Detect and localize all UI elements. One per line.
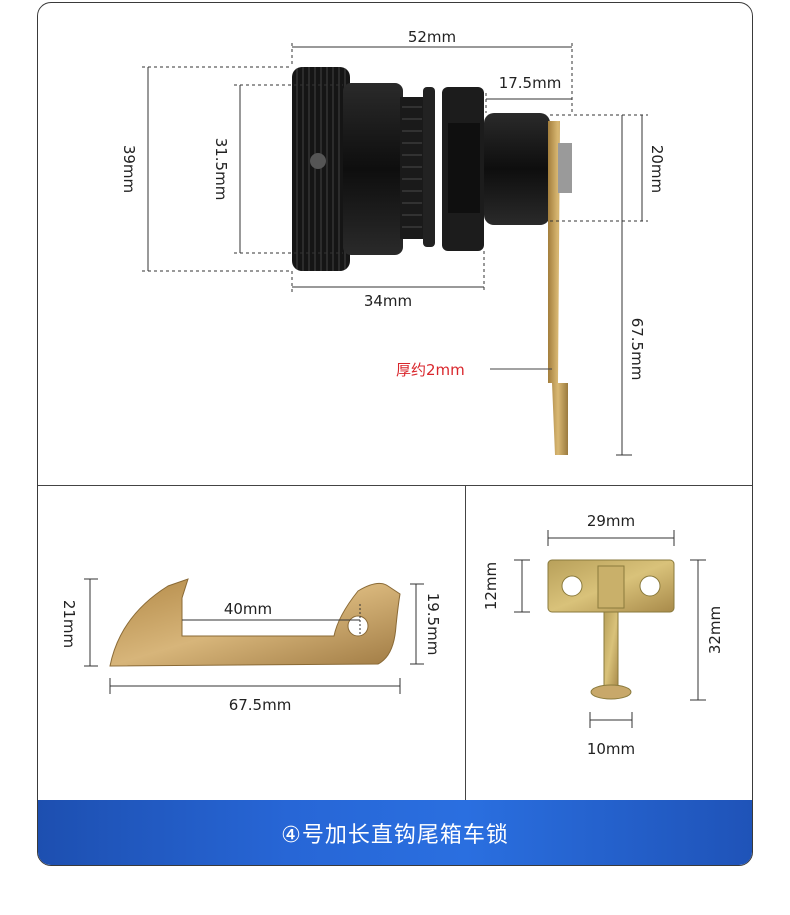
bracket-drawing: 29mm 12mm 32mm 10mm <box>482 512 724 758</box>
rear-shaft <box>484 113 550 225</box>
dim-40mm: 40mm <box>224 600 272 618</box>
dim-20mm: 20mm <box>648 145 666 193</box>
dimension-lines <box>142 43 648 456</box>
hook-plate <box>109 578 401 667</box>
hook-dimension-lines <box>84 578 424 694</box>
dim-32mm: 32mm <box>706 606 724 654</box>
dim-29mm: 29mm <box>587 512 635 530</box>
dim-19-5mm: 19.5mm <box>424 593 442 656</box>
cam-plate <box>548 121 568 455</box>
thickness-note: 厚约2mm <box>396 361 465 379</box>
dim-10mm: 10mm <box>587 740 635 758</box>
title-banner: ④号加长直钩尾箱车锁 <box>38 800 752 865</box>
bracket-pin-head <box>590 684 632 700</box>
hook-hole <box>347 615 369 637</box>
lock-body-panel: 52mm 17.5mm 39mm 31.5mm 20mm 34mm 67.5mm… <box>38 3 752 485</box>
dim-39mm: 39mm <box>120 145 138 193</box>
dim-34mm: 34mm <box>364 292 412 310</box>
bracket-hole-right <box>639 575 661 597</box>
bracket-pin <box>603 611 619 691</box>
dim-52mm: 52mm <box>408 28 456 46</box>
bracket-hole-left <box>561 575 583 597</box>
banner-title: ④号加长直钩尾箱车锁 <box>281 822 509 848</box>
dim-31-5mm: 31.5mm <box>212 138 230 201</box>
screw <box>558 143 572 193</box>
dim-67-5mm: 67.5mm <box>628 318 646 381</box>
dim-hook-67-5mm: 67.5mm <box>229 696 292 714</box>
divider-horizontal <box>38 485 752 486</box>
hook-panel: 21mm 40mm 19.5mm 67.5mm <box>38 486 465 800</box>
knurled-knob <box>292 67 350 271</box>
lock-body-drawing: 52mm 17.5mm 39mm 31.5mm 20mm 34mm 67.5mm… <box>120 28 666 456</box>
hook-drawing: 21mm 40mm 19.5mm 67.5mm <box>60 578 442 714</box>
dim-21mm: 21mm <box>60 600 78 648</box>
washer <box>423 87 435 247</box>
bracket-dimension-lines <box>514 530 706 728</box>
bracket-panel: 29mm 12mm 32mm 10mm <box>466 486 752 800</box>
bracket-hinge <box>597 565 625 609</box>
cylinder-body <box>343 83 403 255</box>
keyhole-icon <box>310 153 326 169</box>
dim-12mm: 12mm <box>482 562 500 610</box>
dim-17-5mm: 17.5mm <box>499 74 562 92</box>
divider-vertical <box>465 486 466 800</box>
product-card: 52mm 17.5mm 39mm 31.5mm 20mm 34mm 67.5mm… <box>37 2 753 866</box>
